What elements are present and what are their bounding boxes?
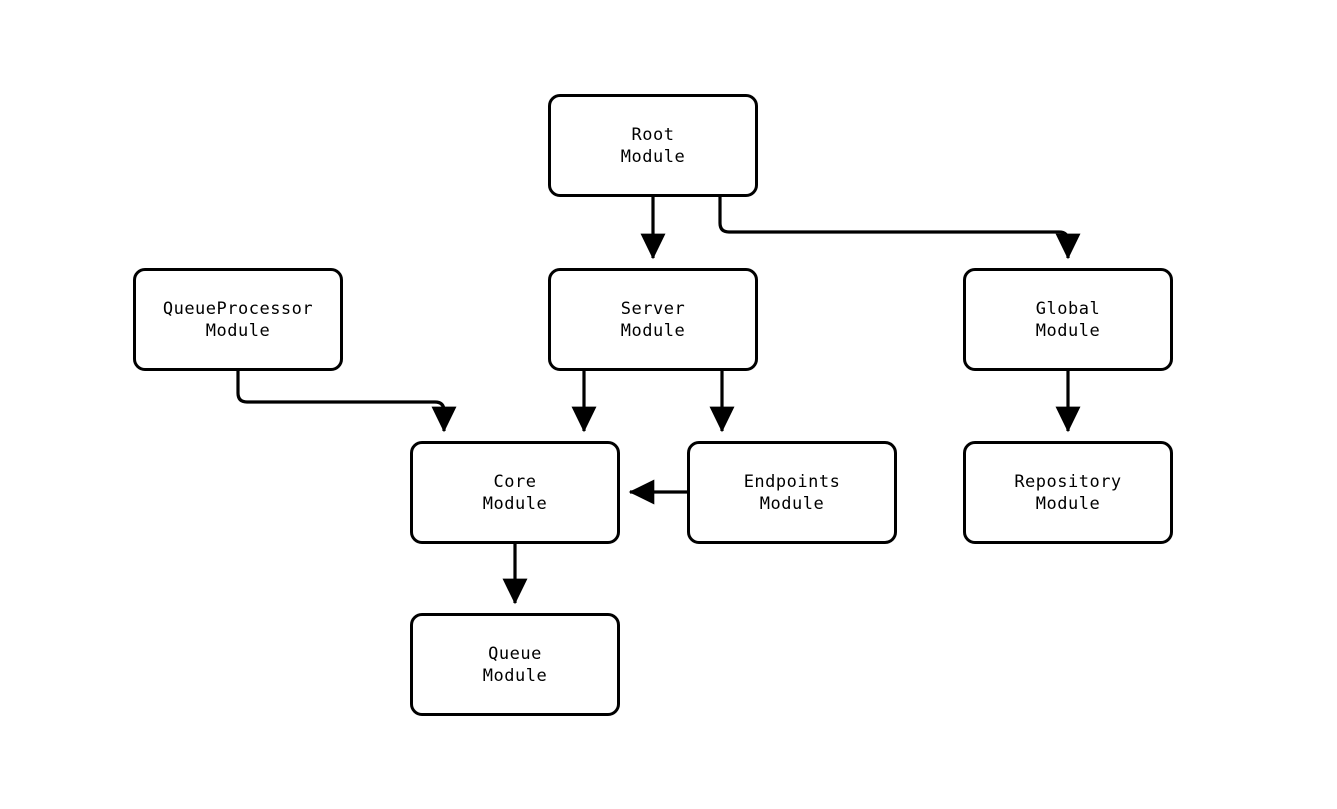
node-root-label: Root Module — [620, 124, 686, 167]
node-core[interactable]: Core Module — [410, 441, 620, 544]
node-endpoints-label: Endpoints Module — [743, 471, 841, 514]
edge-queueprocessor-to-core — [236, 371, 457, 433]
node-global-label: Global Module — [1035, 298, 1101, 341]
node-repository-label: Repository Module — [1014, 471, 1122, 514]
node-queueprocessor-label: QueueProcessor Module — [162, 298, 314, 341]
edge-root-to-global — [718, 197, 1081, 260]
node-core-label: Core Module — [482, 471, 548, 514]
node-root[interactable]: Root Module — [548, 94, 758, 197]
node-repository[interactable]: Repository Module — [963, 441, 1173, 544]
node-endpoints[interactable]: Endpoints Module — [687, 441, 897, 544]
node-queue-label: Queue Module — [482, 643, 548, 686]
node-queueprocessor[interactable]: QueueProcessor Module — [133, 268, 343, 371]
node-server-label: Server Module — [620, 298, 686, 341]
node-global[interactable]: Global Module — [963, 268, 1173, 371]
node-server[interactable]: Server Module — [548, 268, 758, 371]
node-queue[interactable]: Queue Module — [410, 613, 620, 716]
